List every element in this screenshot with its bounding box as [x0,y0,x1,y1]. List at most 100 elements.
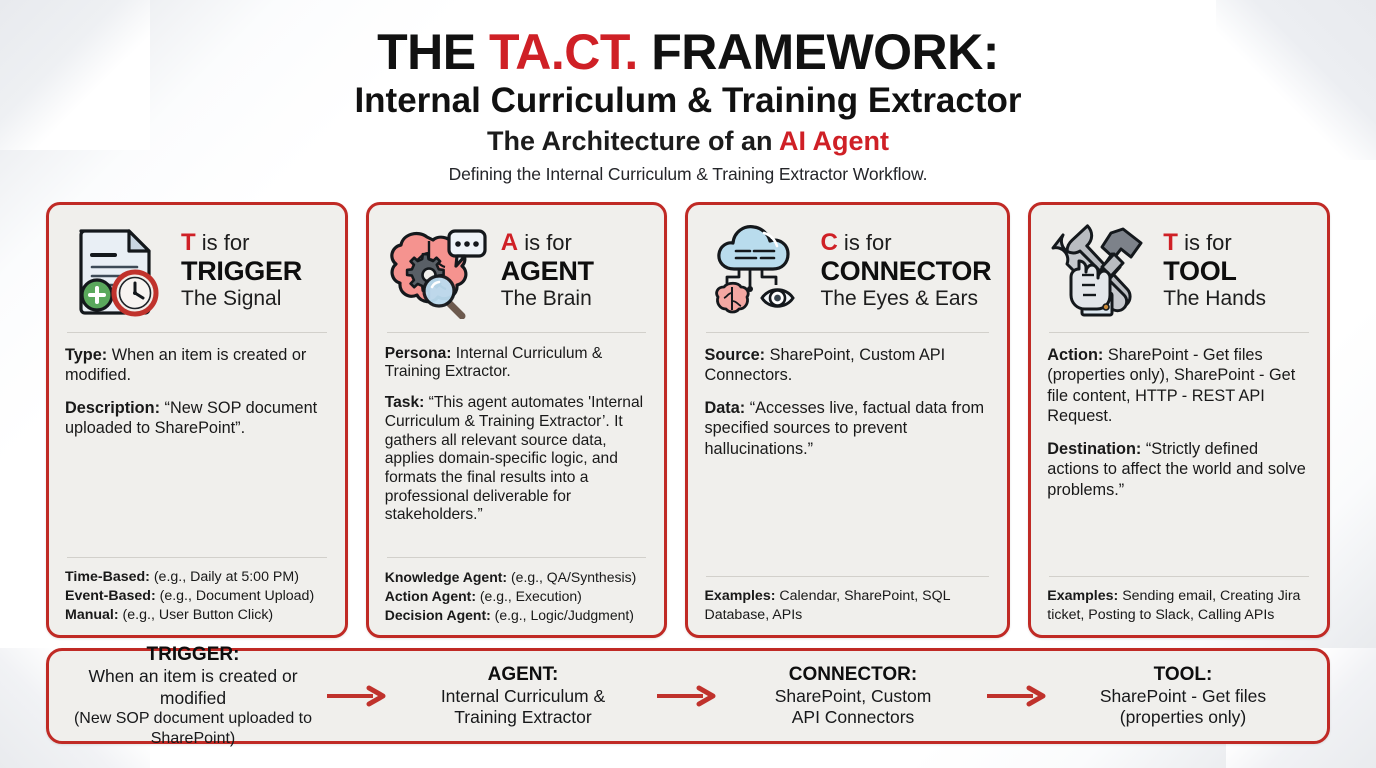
card-connector-body-item-0: Source: SharePoint, Custom API Connector… [704,345,991,386]
card-trigger-head-text: T is for TRIGGER The Signal [181,228,329,311]
card-agent: A is for AGENT The Brain Persona: Intern… [365,201,668,638]
card-connector-body-item-1: Data: “Accesses live, factual data from … [704,398,991,460]
card-tool-body-text-0: SharePoint - Get files (properties only)… [1047,345,1296,426]
tagline-pre: The Architecture of an [486,126,780,157]
card-agent-footer-text-1: (e.g., Execution) [475,588,582,605]
flow-step-agent: AGENT: Internal Curriculum & Training Ex… [395,663,651,729]
card-trigger-body-label-1: Description: [65,398,160,417]
flow-arrow-2-icon [651,685,725,707]
card-agent-footer-item-1: Action Agent: (e.g., Execution) [385,587,649,606]
card-connector-isfor-text: is for [837,229,892,255]
flow-step-tool-line2: (properties only) [1119,707,1247,728]
card-agent-body-item-0: Persona: Internal Curriculum & Training … [385,345,649,382]
card-agent-divider-bottom [386,557,647,559]
card-trigger-footer-item-1: Event-Based: (e.g., Document Upload) [65,587,329,606]
card-connector-head: C is for CONNECTOR The Eyes & Ears [704,219,992,323]
card-connector-footer: Examples: Calendar, SharePoint, SQL Data… [704,587,991,625]
card-agent-body-label-0: Persona: [384,344,452,362]
card-tool-footer-item-0: Examples: Sending email, Creating Jira t… [1047,587,1311,625]
card-tool-head: T is for TOOL The Hands [1047,219,1311,323]
card-connector-divider-bottom [706,575,990,577]
card-agent-body-item-1: Task: “This agent automates 'Internal Cu… [385,394,649,525]
card-agent-head-text: A is for AGENT The Brain [500,228,649,311]
card-trigger-footer-item-2: Manual: (e.g., User Button Click) [65,606,329,625]
card-connector-body-text-0: SharePoint, Custom API Connectors. [704,345,946,385]
flow-step-agent-line1: Internal Curriculum & [440,685,606,706]
card-trigger-body: Type: When an item is created or modifie… [65,345,329,557]
flow-step-tool-title: TOOL: [1153,663,1213,685]
card-trigger-body-label-0: Type: [65,345,108,364]
card-connector-footer-text-0: Calendar, SharePoint, SQL Database, APIs [704,587,951,623]
flow-step-connector-line1: SharePoint, Custom [774,685,932,706]
title-accent: TA.CT. [488,24,638,80]
page-title: THE TA.CT. FRAMEWORK: [0,26,1376,78]
card-tool-head-text: T is for TOOL The Hands [1163,228,1311,311]
card-tool-tagline: The Hands [1163,286,1267,310]
card-agent-tagline: The Brain [500,286,592,310]
card-agent-body-text-0: Internal Curriculum & Training Extractor… [384,344,603,381]
flow-step-tool: TOOL: SharePoint - Get files (properties… [1055,663,1311,729]
flow-step-connector-title: CONNECTOR: [788,663,918,685]
card-trigger-head: T is for TRIGGER The Signal [65,219,329,323]
card-tool-isfor: T is for [1163,228,1311,256]
title-post: FRAMEWORK: [637,24,999,80]
card-tool-divider-top [1049,331,1310,333]
card-agent-head: A is for AGENT The Brain [385,219,649,323]
card-tool-body-label-0: Action: [1047,345,1104,364]
card-agent-body: Persona: Internal Curriculum & Training … [385,345,649,558]
card-agent-footer-item-0: Knowledge Agent: (e.g., QA/Synthesis) [385,568,649,587]
card-connector-footer-item-0: Examples: Calendar, SharePoint, SQL Data… [704,587,991,625]
card-connector-tagline: The Eyes & Ears [820,286,979,310]
card-trigger-footer-label-2: Manual: [65,606,119,623]
card-trigger-letter: T [181,228,196,256]
card-agent-body-label-1: Task: [384,394,425,412]
card-trigger-body-text-1: “New SOP document uploaded to SharePoint… [65,398,318,438]
card-trigger-footer-text-0: (e.g., Daily at 5:00 PM) [149,568,299,585]
title-pre: THE [377,24,489,80]
card-trigger-footer-text-1: (e.g., Document Upload) [155,587,315,604]
card-tool-divider-bottom [1049,575,1310,577]
card-trigger-divider-top [67,331,327,333]
card-trigger-tagline: The Signal [181,286,282,310]
card-tool-body-item-1: Destination: “Strictly defined actions t… [1047,439,1311,501]
card-trigger-footer-label-0: Time-Based: [65,568,150,585]
flow-step-trigger: TRIGGER: When an item is created or modi… [65,643,321,748]
card-agent-footer: Knowledge Agent: (e.g., QA/Synthesis) Ac… [385,568,649,624]
flow-step-trigger-title: TRIGGER: [146,644,240,666]
card-agent-divider-top [386,331,647,333]
card-connector-footer-label-0: Examples: [704,587,776,604]
card-trigger-isfor: T is for [181,228,329,256]
page-tagline: The Architecture of an AI Agent [0,125,1376,157]
card-trigger: T is for TRIGGER The Signal Type: When a… [46,201,348,638]
card-connector-head-text: C is for CONNECTOR The Eyes & Ears [820,228,991,311]
card-connector-letter: C [820,228,838,256]
flow-arrow-3-icon [981,685,1055,707]
card-connector-isfor: C is for [820,228,991,256]
card-agent-word: AGENT [500,256,594,287]
card-tool-footer-text-0: Sending email, Creating Jira ticket, Pos… [1047,587,1301,623]
card-tool-footer: Examples: Sending email, Creating Jira t… [1047,587,1311,625]
card-tool-word: TOOL [1163,256,1237,287]
card-connector-body-label-1: Data: [704,398,746,417]
card-tool-body: Action: SharePoint - Get files (properti… [1047,345,1311,576]
brain-gear-magnifier-icon [385,221,493,321]
page-header: THE TA.CT. FRAMEWORK: Internal Curriculu… [0,0,1376,185]
card-agent-footer-item-2: Decision Agent: (e.g., Logic/Judgment) [385,606,649,625]
document-clock-add-icon [65,221,173,321]
card-agent-letter: A [500,228,519,256]
card-tool: T is for TOOL The Hands Action: SharePoi… [1028,201,1331,638]
card-connector-body-text-1: “Accesses live, factual data from specif… [704,398,985,458]
card-connector-divider-top [706,331,990,333]
card-tool-letter: T [1163,228,1178,256]
flow-step-trigger-line2: (New SOP document uploaded to SharePoint… [73,710,313,747]
card-agent-isfor-text: is for [518,229,572,255]
cloud-circuit-brain-eye-icon [704,221,812,321]
cards-row: T is for TRIGGER The Signal Type: When a… [0,201,1376,638]
card-tool-body-text-1: “Strictly defined actions to affect the … [1047,439,1306,499]
page-description: Defining the Internal Curriculum & Train… [448,163,928,184]
card-agent-footer-label-2: Decision Agent: [384,606,491,623]
card-trigger-body-item-0: Type: When an item is created or modifie… [65,345,329,386]
flow-step-connector: CONNECTOR: SharePoint, Custom API Connec… [725,663,981,729]
card-trigger-divider-bottom [67,556,327,558]
